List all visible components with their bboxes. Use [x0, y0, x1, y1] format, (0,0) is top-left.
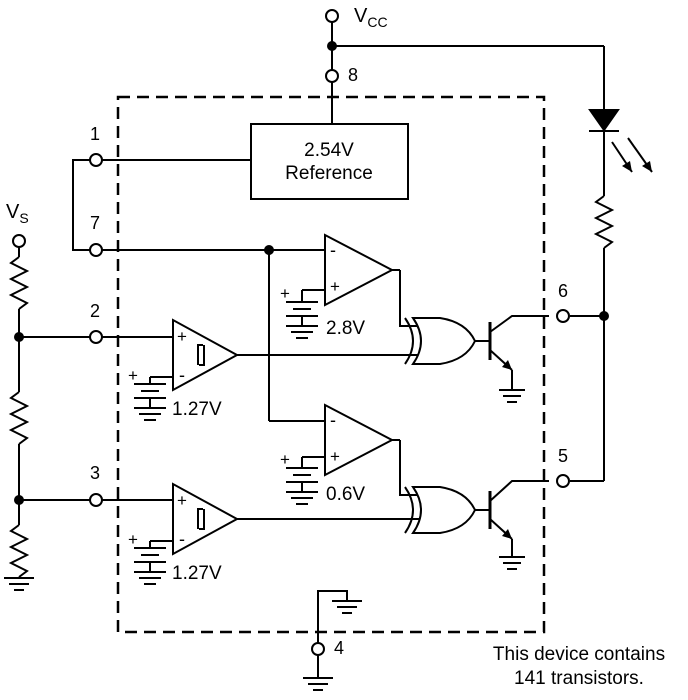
pin-3-label: 3 [90, 463, 100, 483]
input-comparator-2 [149, 482, 421, 556]
pin1-pin7-loop [72, 153, 325, 422]
lower-comparator-plus: + [330, 447, 340, 466]
battery-plus-sign: + [128, 366, 138, 385]
supply-wiring [325, 9, 605, 124]
reference-voltage: 2.54V [304, 140, 354, 161]
xor-gate-upper [404, 317, 490, 365]
pin-6-label: 6 [558, 281, 568, 301]
transistor-count-note: This device contains 141 transistors. [470, 643, 688, 691]
pin-2-label: 2 [90, 301, 100, 321]
pin-4-label: 4 [334, 638, 344, 658]
upper-comparator-minus: - [330, 240, 336, 260]
input-divider [4, 234, 173, 591]
battery-icon [286, 301, 318, 339]
output-transistor-lower [488, 480, 549, 570]
note-line-2: 141 transistors. [514, 668, 644, 689]
upper-comparator [301, 233, 421, 327]
reference-label: Reference [285, 163, 373, 184]
reference-block [250, 123, 409, 200]
load-resistor [570, 195, 615, 482]
battery-plus-sign: + [280, 450, 290, 469]
battery-icon [286, 467, 318, 505]
battery-icon [134, 547, 166, 585]
led-icon [588, 109, 653, 196]
battery-plus-sign: + [280, 284, 290, 303]
output-transistor-upper [488, 315, 549, 403]
vcc-label: VCC [354, 5, 388, 30]
pin-5-label: 5 [558, 446, 568, 466]
lower-comparator-minus: - [330, 410, 336, 430]
ground-wiring [303, 590, 362, 691]
lower-threshold-voltage: 0.6V [326, 484, 365, 505]
pin-7-label: 7 [90, 213, 100, 233]
input-comparator-1-minus: - [179, 365, 185, 385]
pin-1-label: 1 [90, 124, 100, 144]
xor-gate-lower [404, 486, 490, 534]
input-comparator-2-minus: - [179, 529, 185, 549]
lower-comparator [301, 403, 421, 496]
vs-label: VS [6, 201, 29, 226]
input-comparator-1 [149, 318, 421, 392]
input-comparator-2-plus: + [177, 491, 187, 510]
upper-threshold-voltage: 2.8V [326, 318, 365, 339]
battery-icon [134, 383, 166, 421]
comparator-1-reference-voltage: 1.27V [172, 399, 222, 420]
note-line-1: This device contains [492, 644, 666, 665]
input-comparator-1-plus: + [177, 327, 187, 346]
comparator-2-reference-voltage: 1.27V [172, 563, 222, 584]
upper-comparator-plus: + [330, 277, 340, 296]
battery-plus-sign: + [128, 530, 138, 549]
pin-8-label: 8 [348, 65, 358, 85]
